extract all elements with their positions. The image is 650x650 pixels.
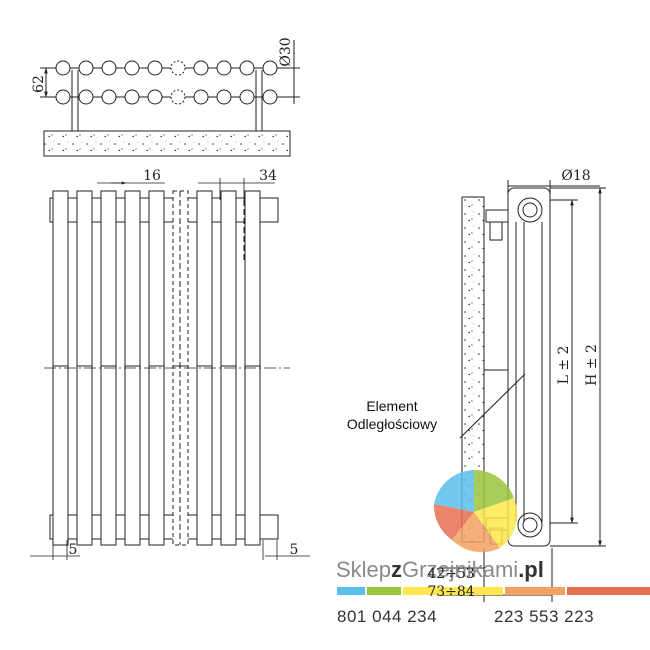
height-label: H ± 2 xyxy=(584,344,600,386)
pipe-circle xyxy=(78,60,94,76)
pipe-circle xyxy=(262,60,278,76)
color-segment xyxy=(337,587,365,595)
pipe-circle xyxy=(170,89,186,105)
pipe-circle xyxy=(101,60,117,76)
pipe-circle xyxy=(55,60,71,76)
pipe-circle xyxy=(124,89,140,105)
pipe-circle xyxy=(55,89,71,105)
radiator-side-outline xyxy=(507,187,551,547)
pipe-circle xyxy=(216,89,232,105)
pipe-circle xyxy=(193,60,209,76)
pipe-gap-label: 16 xyxy=(143,168,161,184)
annotation-line-1: Element xyxy=(366,398,417,414)
front-view-dims xyxy=(30,178,310,560)
pipe-circle xyxy=(193,89,209,105)
pipe-circle xyxy=(239,60,255,76)
pipe-circle xyxy=(78,89,94,105)
phone-left: 801 044 234 xyxy=(337,607,437,626)
pipe-circle xyxy=(262,89,278,105)
pipe-circle xyxy=(170,60,186,76)
color-segment xyxy=(567,587,650,595)
front-view xyxy=(49,190,279,546)
color-segment xyxy=(505,587,565,595)
annotation-line-2: Odległościowy xyxy=(347,416,437,432)
pipe-row-bottom xyxy=(55,89,278,105)
pipe-circle xyxy=(124,60,140,76)
pipe-circle xyxy=(147,89,163,105)
color-segment xyxy=(367,587,401,595)
pipe-circle xyxy=(216,60,232,76)
pipe-circle xyxy=(101,89,117,105)
brand-text: SklepzGrzejnikami.pl xyxy=(336,557,544,582)
pipe-circle xyxy=(239,89,255,105)
row-spacing-label: 62 xyxy=(31,75,47,93)
watermark-color-bar xyxy=(337,587,650,595)
pipe-circle xyxy=(147,60,163,76)
length-label: L ± 2 xyxy=(556,346,572,385)
gap-2-label: 73÷84 xyxy=(427,584,474,600)
watermark-logo xyxy=(433,469,518,553)
edge-right-label: 5 xyxy=(290,542,299,558)
connector-diameter-label: Ø18 xyxy=(561,168,590,184)
connector-bottom xyxy=(517,512,543,538)
color-segment xyxy=(403,587,503,595)
pipe-pitch-label: 34 xyxy=(259,168,277,184)
wall-strip-top xyxy=(43,130,291,157)
connector-top xyxy=(517,197,543,223)
annotation-leader xyxy=(459,373,526,439)
edge-left-label: 5 xyxy=(69,542,78,558)
gap-1-label: 42÷53 xyxy=(427,566,474,582)
phone-right: 223 553 223 xyxy=(494,607,594,626)
pipe-diameter-label: Ø30 xyxy=(278,37,294,66)
pipe-row-top xyxy=(55,60,278,76)
